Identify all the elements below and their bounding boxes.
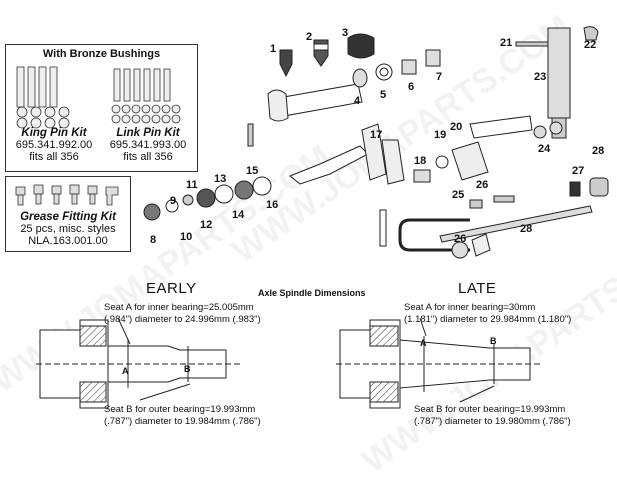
part-label-15: 15 xyxy=(246,165,259,177)
part-label-11: 11 xyxy=(186,179,198,191)
late-seat-b-note: Seat B for outer bearing=19.993mm (.787"… xyxy=(414,404,571,428)
part-label-21: 21 xyxy=(500,37,513,49)
grease-kit-name: Grease Fitting Kit xyxy=(20,211,116,223)
link-pin-kit-name: Link Pin Kit xyxy=(116,127,180,139)
exploded-parts-diagram xyxy=(143,26,609,259)
early-seat-a-note: Seat A for inner bearing=25.005mm (.984"… xyxy=(104,302,261,326)
part-label-28-right: 28 xyxy=(592,145,605,157)
part-label-2: 2 xyxy=(306,31,313,43)
late-seat-a-line2: (1.181") diameter to 29.984mm (1.180") xyxy=(404,314,572,325)
part-label-18: 18 xyxy=(414,155,427,167)
king-pin-kit-label: King Pin Kit 695.341.992.00 fits all 356 xyxy=(10,127,98,163)
part-label-3: 3 xyxy=(342,27,349,39)
part-label-24: 24 xyxy=(538,143,551,155)
king-pin-kit-part-number: 695.341.992.00 xyxy=(15,139,93,151)
king-pin-kit-name: King Pin Kit xyxy=(21,127,87,139)
late-seat-b-line2: (.787") diameter to 19.980mm (.786") xyxy=(414,416,571,427)
bushing-kit-illustration xyxy=(16,66,181,129)
early-marker-b: B xyxy=(184,364,191,374)
part-label-22: 22 xyxy=(584,39,597,51)
early-heading: EARLY xyxy=(146,280,197,297)
part-label-12: 12 xyxy=(200,219,213,231)
spindle-section-title: Axle Spindle Dimensions xyxy=(258,288,366,298)
part-label-26: 26 xyxy=(476,179,489,191)
bronze-bushings-box: With Bronze Bushings King Pin Kit 695.34… xyxy=(5,44,198,172)
part-label-14: 14 xyxy=(232,209,245,221)
part-label-16: 16 xyxy=(266,199,279,211)
part-label-19: 19 xyxy=(434,129,447,141)
grease-fitting-box: Grease Fitting Kit 25 pcs, misc. styles … xyxy=(5,176,131,252)
part-label-7: 7 xyxy=(436,71,443,83)
part-label-10: 10 xyxy=(180,231,193,243)
part-label-6: 6 xyxy=(408,81,415,93)
link-pin-kit-part-number: 695.341.993.00 xyxy=(109,139,187,151)
late-seat-a-line1: Seat A for inner bearing=30mm xyxy=(404,302,536,313)
part-label-25: 25 xyxy=(452,189,465,201)
grease-kit-label: Grease Fitting Kit 25 pcs, misc. styles … xyxy=(8,211,128,247)
part-label-4: 4 xyxy=(354,95,361,107)
late-marker-a: A xyxy=(420,338,427,348)
grease-kit-part-number: NLA.163.001.00 xyxy=(28,235,108,247)
late-seat-b-line1: Seat B for outer bearing=19.993mm xyxy=(414,404,566,415)
king-pin-kit-fits: fits all 356 xyxy=(29,151,79,163)
part-label-28: 28 xyxy=(520,223,533,235)
bushings-box-title: With Bronze Bushings xyxy=(42,48,161,60)
part-label-17: 17 xyxy=(370,129,383,141)
early-seat-b-line1: Seat B for outer bearing=19.993mm xyxy=(104,404,256,415)
part-label-13: 13 xyxy=(214,173,227,185)
late-marker-b: B xyxy=(490,336,497,346)
early-seat-b-note: Seat B for outer bearing=19.993mm (.787"… xyxy=(104,404,261,428)
late-seat-a-note: Seat A for inner bearing=30mm (1.181") d… xyxy=(404,302,571,326)
early-seat-a-line1: Seat A for inner bearing=25.005mm xyxy=(104,302,254,313)
grease-kit-desc: 25 pcs, misc. styles xyxy=(20,223,116,235)
early-marker-a: A xyxy=(122,366,129,376)
part-label-9: 9 xyxy=(170,195,177,207)
part-label-27: 27 xyxy=(572,165,585,177)
link-pin-kit-label: Link Pin Kit 695.341.993.00 fits all 356 xyxy=(102,127,194,163)
link-pin-kit-fits: fits all 356 xyxy=(123,151,173,163)
part-label-8: 8 xyxy=(150,234,157,246)
early-seat-a-line2: (.984") diameter to 24.996mm (.983") xyxy=(104,314,261,325)
spindle-drawings xyxy=(36,317,540,409)
part-label-23: 23 xyxy=(534,71,547,83)
early-seat-b-line2: (.787") diameter to 19.984mm (.786") xyxy=(104,416,261,427)
late-heading: LATE xyxy=(458,280,497,297)
part-label-1: 1 xyxy=(270,43,277,55)
part-label-20: 20 xyxy=(450,121,463,133)
part-label-5: 5 xyxy=(380,89,387,101)
grease-fittings-illustration xyxy=(15,184,119,206)
part-label-26-lower: 26 xyxy=(454,233,467,245)
